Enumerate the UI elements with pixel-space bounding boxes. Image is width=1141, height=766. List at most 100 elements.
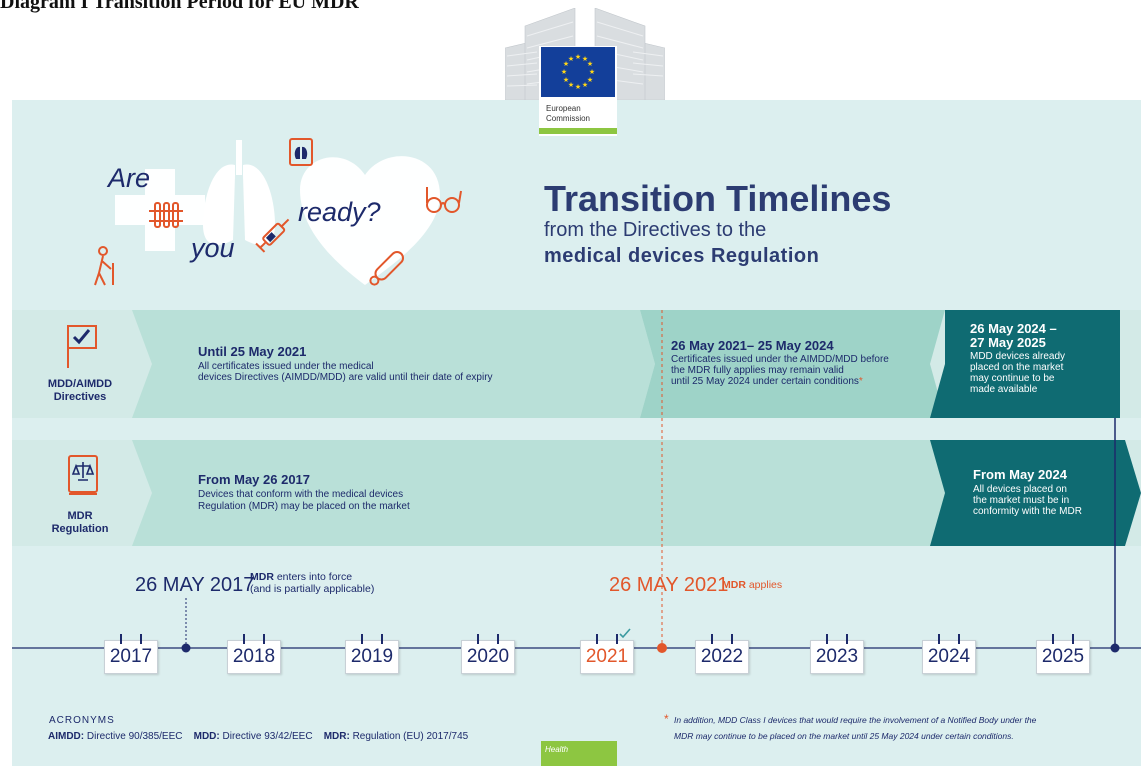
segment-text: Regulation (MDR) may be placed on the ma… — [198, 501, 410, 512]
milestone-date: 26 MAY 2017 — [135, 574, 255, 596]
segment-text: the MDR fully applies may remain valid — [671, 365, 844, 376]
year-box-2020: 2020 — [461, 640, 515, 674]
segment-text: may continue to be — [970, 373, 1055, 384]
segment-title: From May 26 2017 — [198, 472, 311, 487]
logo-text: European — [546, 104, 581, 113]
page-title: Transition Timelines — [544, 178, 892, 219]
logo-text: Commission — [546, 114, 591, 123]
row-label-mdd: Directives — [53, 391, 107, 403]
segment-text: Devices that conform with the medical de… — [198, 489, 404, 500]
calendar-icon — [475, 633, 501, 651]
segment-text: made available — [970, 384, 1038, 395]
flag-icon — [67, 325, 97, 368]
intro-illustration — [94, 138, 462, 286]
svg-text:★: ★ — [568, 81, 574, 89]
row-label-mdd: MDD/AIMDD — [47, 378, 113, 390]
segment-title: 26 May 2024 – — [970, 321, 1057, 336]
svg-text:★: ★ — [582, 55, 588, 63]
svg-text:★: ★ — [568, 55, 574, 63]
page-subtitle: from the Directives to the — [544, 219, 767, 241]
year-box-2017: 2017 — [104, 640, 158, 674]
svg-text:★: ★ — [563, 60, 569, 68]
end-dot — [1110, 643, 1120, 653]
milestone-note: MDR enters into force — [250, 571, 353, 583]
segment-text: All devices placed on — [973, 484, 1067, 495]
calendar-icon — [936, 633, 962, 651]
segment-title: 26 May 2021– 25 May 2024 — [671, 338, 834, 353]
row-label-mdr: MDR — [67, 510, 93, 522]
glasses-icon — [426, 187, 462, 213]
law-book-icon — [68, 455, 98, 495]
caption: Diagram I Transition Period for EU MDR — [0, 0, 359, 13]
svg-text:★: ★ — [589, 68, 595, 76]
year-box-2024: 2024 — [922, 640, 976, 674]
timeline-axis — [12, 310, 1141, 653]
milestone-dot-2017 — [181, 643, 191, 653]
segment-title: Until 25 May 2021 — [198, 344, 307, 359]
calendar-icon — [709, 633, 735, 651]
segment-text: devices Directives (AIMDD/MDD) are valid… — [198, 372, 493, 383]
mdd-seg1-band — [132, 310, 655, 418]
year-box-2022: 2022 — [695, 640, 749, 674]
svg-text:★: ★ — [563, 76, 569, 84]
heart-shape — [300, 156, 440, 285]
test-tubes-icon — [149, 202, 183, 228]
footnote-text: In addition, MDD Class I devices that wo… — [674, 715, 1037, 725]
intro-word: Are — [108, 163, 151, 193]
health-label: Health — [545, 745, 569, 754]
mdr-seg2-band — [930, 440, 1141, 546]
footnote-star: * — [664, 712, 669, 726]
svg-text:★: ★ — [587, 60, 593, 68]
year-box-2025: 2025 — [1036, 640, 1090, 674]
calendar-icon — [1050, 633, 1076, 651]
year-box-2023: 2023 — [810, 640, 864, 674]
eu-flag-icon: ★★★★ ★★★★ ★★★★ — [541, 47, 615, 97]
segment-text: until 25 May 2024 under certain conditio… — [671, 376, 863, 387]
intro-word: you — [191, 233, 235, 263]
segment-text: the market must be in — [973, 495, 1070, 506]
elderly-person-icon — [94, 246, 114, 286]
milestone-note: (and is partially applicable) — [250, 583, 375, 595]
year-box-2018: 2018 — [227, 640, 281, 674]
intro-word: ready? — [298, 197, 381, 227]
segment-text: All certificates issued under the medica… — [198, 361, 374, 372]
calendar-icon — [118, 633, 144, 651]
svg-text:★: ★ — [561, 68, 567, 76]
milestone-dot-2021 — [657, 643, 667, 653]
timeline-bands — [12, 310, 1141, 546]
mdd-seg2-band — [640, 310, 945, 418]
segment-text: MDD devices already — [970, 351, 1066, 362]
health-badge — [541, 741, 617, 766]
logo-bar — [539, 128, 617, 134]
xray-icon — [289, 138, 313, 166]
year-box-2019: 2019 — [345, 640, 399, 674]
svg-text:★: ★ — [587, 76, 593, 84]
thermometer-icon — [369, 250, 405, 286]
page-subtitle: medical devices Regulation — [544, 245, 820, 267]
checkmark-icon — [618, 626, 632, 644]
svg-text:★: ★ — [582, 81, 588, 89]
lungs-icon — [203, 140, 275, 245]
segment-title: 27 May 2025 — [970, 335, 1046, 350]
mdd-seg3-band — [930, 310, 1120, 418]
calendar-icon — [824, 633, 850, 651]
footnote-text: MDR may continue to be placed on the mar… — [674, 731, 1014, 741]
segment-text: Certificates issued under the AIMDD/MDD … — [671, 354, 889, 365]
syringe-icon — [255, 218, 290, 253]
building-graphic — [505, 8, 665, 100]
mdr-seg1-band — [132, 440, 955, 546]
svg-text:★: ★ — [575, 83, 581, 91]
year-box-2021: 2021 — [580, 640, 634, 674]
segment-title: From May 2024 — [973, 467, 1067, 482]
row-label-mdr: Regulation — [51, 523, 109, 535]
acronyms-title: ACRONYMS — [49, 715, 115, 726]
milestone-date: 26 MAY 2021 — [609, 574, 729, 596]
calendar-icon — [594, 633, 620, 651]
milestone-note: MDR applies — [722, 579, 783, 591]
segment-text: conformity with the MDR — [973, 506, 1082, 517]
acronyms-list: AIMDD: Directive 90/385/EEC MDD: Directi… — [48, 731, 469, 742]
segment-text: placed on the market — [970, 362, 1064, 373]
calendar-icon — [359, 633, 385, 651]
calendar-icon — [241, 633, 267, 651]
svg-text:★: ★ — [575, 53, 581, 61]
